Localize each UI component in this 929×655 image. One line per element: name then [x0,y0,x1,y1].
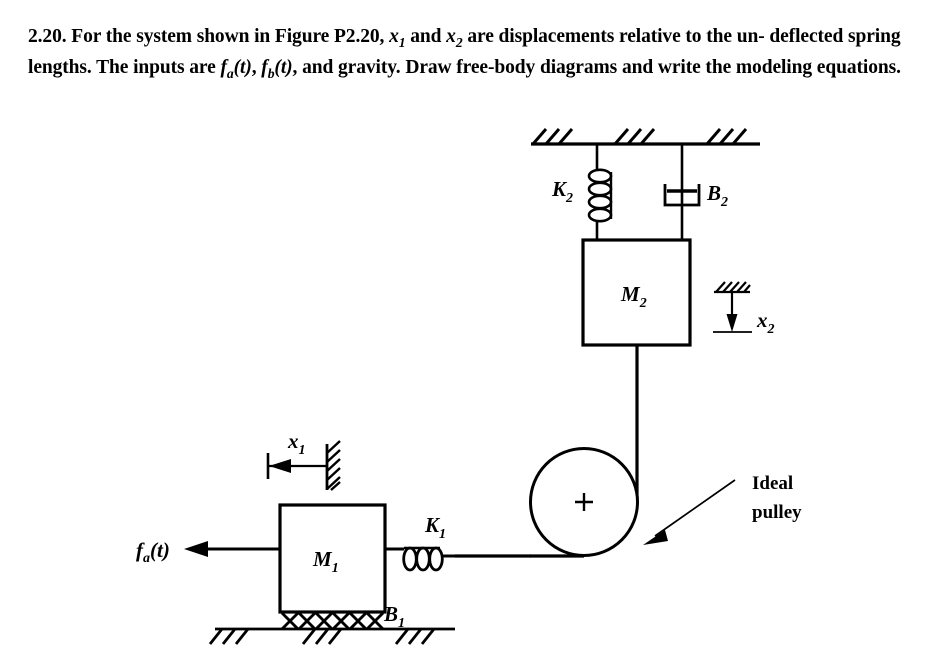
ground-hatch-group-3 [394,628,436,645]
friction-x-marks [281,612,384,630]
x2-arrowhead [726,314,738,332]
spring-k2: K2 [551,144,613,240]
x1-arrowhead [269,459,291,473]
input-force-fa: fa(t) [220,57,252,82]
displacement-x1-marker: x1 [266,429,341,491]
ceiling-hatch-group-3 [705,128,748,145]
damper-b2: B2 [663,144,728,240]
mass-m1: M1 [278,503,387,614]
problem-line2-part-a: deflected spring lengths. The inputs are [28,26,901,79]
pulley-center-mark [575,493,593,511]
ideal-pulley-callout: Ideal pulley [643,473,802,545]
x1-reference-wall [325,440,341,491]
spring-k2-label: K2 [551,177,573,206]
ideal-pulley-label-line1: Ideal [752,473,793,494]
problem-line3: and write the modeling equations. [621,57,901,79]
problem-line1-part-c: are displacements relative to the un- [462,26,765,47]
figure-p2-20: K2 B2 M2 [0,108,929,655]
mass-m2: M2 [581,238,692,347]
ceiling-hatch-group-2 [613,128,656,145]
ground-support [208,627,455,645]
ground-hatch-group-2 [301,628,343,645]
x2-reference-hatch [714,281,751,294]
problem-line1-part-b: and [405,26,447,47]
system-schematic: K2 B2 M2 [136,128,802,645]
friction-b1: B1 [281,602,405,631]
problem-line2-part-b: , [251,57,262,79]
ideal-pulley [529,447,639,557]
displacement-x1-label: x1 [287,429,306,458]
problem-number: 2.20. [28,26,67,47]
displacement-x2-label: x2 [756,308,775,337]
problem-statement: 2.20. For the system shown in Figure P2.… [28,24,903,87]
problem-line2-part-c: , and gravity. Draw free-body diagrams [292,57,618,79]
displacement-x2-marker: x2 [713,281,775,337]
spring-k1: K1 [386,513,455,572]
problem-line1-part-a: For the system shown in Figure P2.20, [71,26,390,47]
spring-k1-label: K1 [424,513,446,542]
damper-b2-label: B2 [706,181,728,210]
variable-x1: x1 [389,26,406,50]
variable-x2: x2 [446,26,463,50]
ground-hatch-group-1 [208,628,250,645]
input-force-fa-arrow: fa(t) [136,538,280,566]
fa-arrowhead [184,541,208,557]
input-force-fa-label: fa(t) [136,538,170,566]
callout-arrowhead [643,530,668,545]
ideal-pulley-label-line2: pulley [752,502,802,523]
input-force-fb: fb(t) [261,57,293,82]
ceiling-hatch-group-1 [531,128,574,145]
friction-b1-label: B1 [383,602,405,631]
mass-m1-label: M1 [312,547,339,576]
ceiling-support [531,128,760,146]
mass-m2-label: M2 [620,282,647,311]
